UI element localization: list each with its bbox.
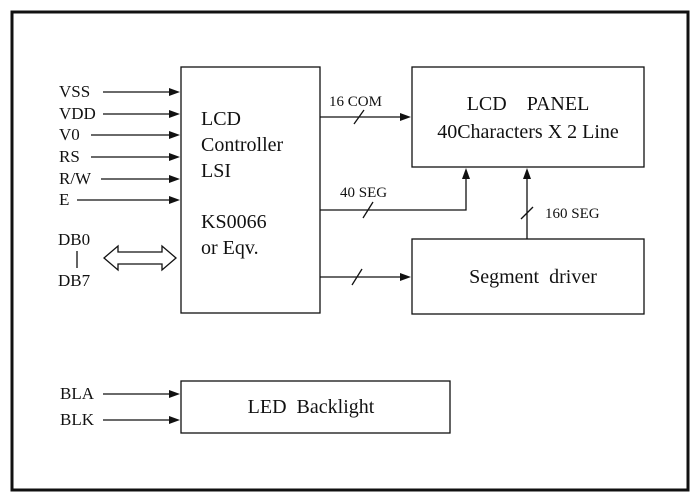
panel-label-line1: LCD PANEL xyxy=(467,93,590,115)
bus-slash-seg160 xyxy=(520,206,534,220)
pin-arrowhead-vss xyxy=(169,88,180,96)
backlight-block: LED Backlight xyxy=(180,380,451,434)
bus-slash-com xyxy=(353,109,365,125)
controller-label-line2: Controller xyxy=(201,134,284,156)
controller-label-line3: LSI xyxy=(201,160,231,182)
bus-arrowhead-driver-input xyxy=(400,273,411,281)
bus-label-com: 16 COM xyxy=(329,94,382,110)
bus-driver-input xyxy=(320,268,411,286)
pin-arrowhead-rw xyxy=(169,175,180,183)
panel-block: LCD PANEL 40Characters X 2 Line xyxy=(411,66,645,168)
pin-arrowhead-vdd xyxy=(169,110,180,118)
data-bus: DB0 DB7 xyxy=(58,230,177,290)
pin-label-e: E xyxy=(59,190,69,209)
bus-arrowhead-seg40 xyxy=(462,168,470,179)
bus-arrowhead-com xyxy=(400,113,411,121)
bus-com: 16 COM xyxy=(320,94,411,125)
controller-chip-name: KS0066 xyxy=(201,211,267,233)
pin-label-rs: RS xyxy=(59,147,80,166)
bus-seg40: 40 SEG xyxy=(320,168,470,219)
bus-label-seg160: 160 SEG xyxy=(545,206,600,222)
databus-label-db7: DB7 xyxy=(58,271,91,290)
bus-slash-driver-input xyxy=(351,268,363,286)
pin-arrowhead-e xyxy=(169,196,180,204)
pin-label-v0: V0 xyxy=(59,125,80,144)
pin-label-vdd: VDD xyxy=(59,104,96,123)
segment-driver-label: Segment driver xyxy=(469,266,597,288)
controller-chip-equivalent: or Eqv. xyxy=(201,237,259,259)
panel-box xyxy=(411,66,645,168)
controller-label-line1: LCD xyxy=(201,108,241,130)
pin-label-blk: BLK xyxy=(60,410,95,429)
backlight-label: LED Backlight xyxy=(248,396,375,418)
backlight-pins: BLA BLK xyxy=(60,384,180,429)
segment-driver-block: Segment driver xyxy=(411,238,645,315)
pin-label-vss: VSS xyxy=(59,82,90,101)
bidirectional-arrow-icon xyxy=(103,244,177,272)
bus-label-seg40: 40 SEG xyxy=(340,185,387,201)
segment-driver-box xyxy=(411,238,645,315)
bus-arrowhead-seg160 xyxy=(523,168,531,179)
pin-label-bla: BLA xyxy=(60,384,95,403)
diagram-frame xyxy=(10,10,690,492)
input-signals: VSS VDD V0 RS R/W E xyxy=(59,82,180,209)
pin-arrowhead-blk xyxy=(169,416,180,424)
controller-box xyxy=(180,66,321,314)
pin-label-rw: R/W xyxy=(59,169,92,188)
bus-seg160: 160 SEG xyxy=(520,168,600,239)
pin-arrowhead-rs xyxy=(169,153,180,161)
panel-label-line2: 40Characters X 2 Line xyxy=(437,121,619,143)
pin-arrowhead-bla xyxy=(169,390,180,398)
backlight-box xyxy=(180,380,451,434)
controller-block: LCD Controller LSI KS0066 or Eqv. xyxy=(180,66,321,314)
databus-label-db0: DB0 xyxy=(58,230,90,249)
pin-arrowhead-v0 xyxy=(169,131,180,139)
bus-slash-seg40 xyxy=(362,201,374,219)
